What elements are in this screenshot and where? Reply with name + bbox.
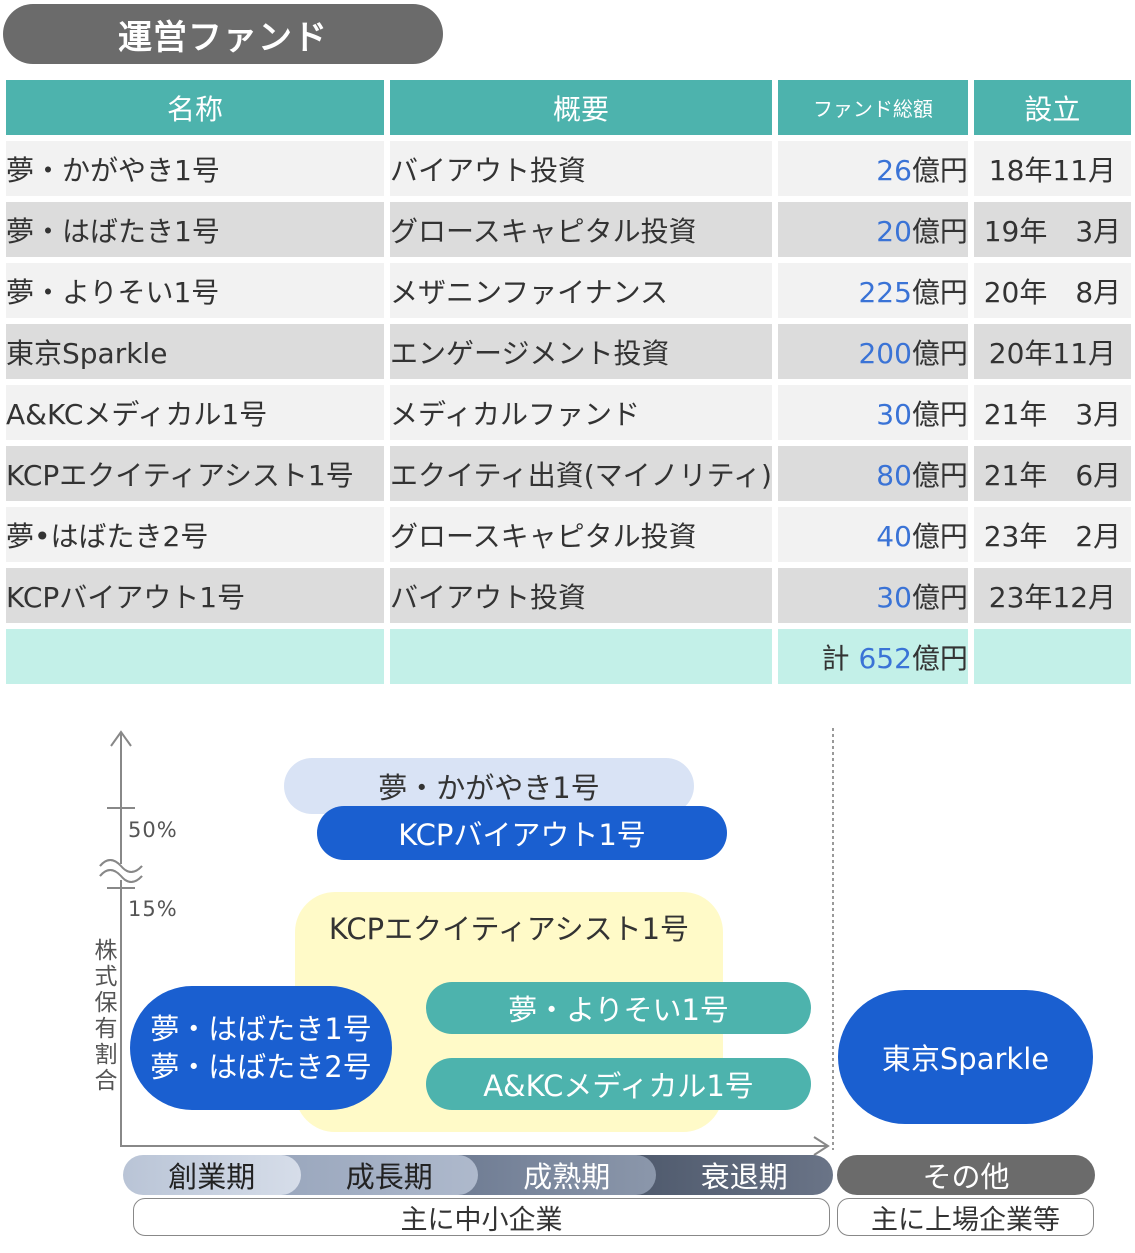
- fund-table: 名称 概要 ファンド総額 設立 夢・かがやき1号 バイアウト投資 26億円 18…: [0, 74, 1135, 690]
- amount-unit: 億円: [911, 519, 968, 553]
- stage-other: その他: [837, 1155, 1095, 1195]
- fund-name: 夢・はばたき1号: [6, 202, 384, 257]
- bubble-habataki: 夢・はばたき1号 夢・はばたき2号: [130, 986, 392, 1110]
- amount-unit: 億円: [911, 397, 968, 431]
- fund-established: 18年11月: [973, 141, 1131, 196]
- amount-value: 80: [876, 458, 912, 492]
- fund-name: KCPバイアウト1号: [6, 568, 384, 623]
- fund-summary: グロースキャピタル投資: [390, 507, 772, 562]
- fund-amount: 225億円: [777, 263, 968, 318]
- header-established: 設立: [973, 80, 1131, 135]
- amount-unit: 億円: [911, 275, 968, 309]
- total-value: 652: [858, 641, 912, 675]
- tick-label-50: 50%: [128, 818, 178, 842]
- amount-value: 30: [876, 580, 912, 614]
- table-row: KCPエクイティアシスト1号 エクイティ出資(マイノリティ) 80億円 21年 …: [6, 446, 1131, 501]
- table-row: 夢•はばたき2号 グロースキャピタル投資 40億円 23年 2月: [6, 507, 1131, 562]
- bubble-kcp-buyout: KCPバイアウト1号: [317, 806, 727, 860]
- amount-unit: 億円: [911, 214, 968, 248]
- total-prefix: 計: [821, 641, 850, 675]
- fund-name: 夢・かがやき1号: [6, 141, 384, 196]
- fund-amount: 20億円: [777, 202, 968, 257]
- fund-amount: 200億円: [777, 324, 968, 379]
- table-row: A&KCメディカル1号 メディカルファンド 30億円 21年 3月: [6, 385, 1131, 440]
- bubble-tokyo-sparkle: 東京Sparkle: [838, 990, 1093, 1124]
- amount-value: 40: [876, 519, 912, 553]
- fund-summary: エクイティ出資(マイノリティ): [390, 446, 772, 501]
- table-row: 夢・はばたき1号 グロースキャピタル投資 20億円 19年 3月: [6, 202, 1131, 257]
- fund-summary: グロースキャピタル投資: [390, 202, 772, 257]
- total-empty-2: [390, 629, 772, 684]
- listed-label: 主に上場企業等: [837, 1198, 1094, 1236]
- amount-unit: 億円: [911, 458, 968, 492]
- y-axis-label: 株式保有割合: [94, 938, 118, 1094]
- amount-value: 20: [876, 214, 912, 248]
- table-row: 夢・よりそい1号 メザニンファイナンス 225億円 20年 8月: [6, 263, 1131, 318]
- fund-summary: バイアウト投資: [390, 568, 772, 623]
- axes: [99, 728, 834, 1156]
- habataki-1-label: 夢・はばたき1号: [150, 1012, 372, 1046]
- fund-amount: 80億円: [777, 446, 968, 501]
- growth-stage-bar: 創業期 成長期 成熟期 衰退期: [123, 1155, 833, 1195]
- fund-summary: メザニンファイナンス: [390, 263, 772, 318]
- fund-name: A&KCメディカル1号: [6, 385, 384, 440]
- fund-established: 19年 3月: [973, 202, 1131, 257]
- smb-label: 主に中小企業: [133, 1198, 830, 1236]
- amount-value: 26: [876, 153, 912, 187]
- amount-value: 200: [858, 336, 912, 370]
- fund-name: 夢・よりそい1号: [6, 263, 384, 318]
- fund-summary: エンゲージメント投資: [390, 324, 772, 379]
- fund-summary: メディカルファンド: [390, 385, 772, 440]
- fund-amount: 30億円: [777, 385, 968, 440]
- fund-name: 夢•はばたき2号: [6, 507, 384, 562]
- stage-growth: 成長期: [280, 1155, 478, 1195]
- fund-established: 20年 8月: [973, 263, 1131, 318]
- amount-unit: 億円: [911, 153, 968, 187]
- header-amount: ファンド総額: [777, 80, 968, 135]
- section-title: 運営ファンド: [3, 4, 443, 64]
- header-summary: 概要: [390, 80, 772, 135]
- fund-established: 20年11月: [973, 324, 1131, 379]
- fund-established: 21年 3月: [973, 385, 1131, 440]
- fund-positioning-diagram: 50% 15% 株式保有割合 KCPエクイティアシスト1号 夢・かがやき1号 K…: [0, 700, 1135, 1253]
- table-header-row: 名称 概要 ファンド総額 設立: [6, 80, 1131, 135]
- stage-mature: 成熟期: [458, 1155, 656, 1195]
- amount-unit: 億円: [911, 580, 968, 614]
- total-amount: 計 652億円: [777, 629, 968, 684]
- total-unit: 億円: [911, 641, 968, 675]
- fund-amount: 26億円: [777, 141, 968, 196]
- fund-summary: バイアウト投資: [390, 141, 772, 196]
- bubble-medical: A&KCメディカル1号: [426, 1058, 811, 1110]
- amount-unit: 億円: [911, 336, 968, 370]
- habataki-2-label: 夢・はばたき2号: [150, 1050, 372, 1084]
- fund-established: 23年12月: [973, 568, 1131, 623]
- table-row: KCPバイアウト1号 バイアウト投資 30億円 23年12月: [6, 568, 1131, 623]
- header-name: 名称: [6, 80, 384, 135]
- x-axis-arrow: [813, 1136, 830, 1156]
- y-axis-arrow: [110, 730, 132, 747]
- fund-amount: 40億円: [777, 507, 968, 562]
- total-empty-3: [973, 629, 1131, 684]
- fund-established: 23年 2月: [973, 507, 1131, 562]
- bubble-kagayaki: 夢・かがやき1号: [284, 758, 694, 814]
- total-empty-1: [6, 629, 384, 684]
- amount-value: 225: [858, 275, 912, 309]
- fund-name: KCPエクイティアシスト1号: [6, 446, 384, 501]
- fund-name: 東京Sparkle: [6, 324, 384, 379]
- tick-label-15: 15%: [128, 897, 178, 921]
- amount-value: 30: [876, 397, 912, 431]
- bubble-yorisoi: 夢・よりそい1号: [426, 982, 811, 1034]
- stage-decline: 衰退期: [635, 1155, 833, 1195]
- table-row: 夢・かがやき1号 バイアウト投資 26億円 18年11月: [6, 141, 1131, 196]
- fund-amount: 30億円: [777, 568, 968, 623]
- total-row: 計 652億円: [6, 629, 1131, 684]
- stage-founding: 創業期: [123, 1155, 301, 1195]
- fund-established: 21年 6月: [973, 446, 1131, 501]
- table-row: 東京Sparkle エンゲージメント投資 200億円 20年11月: [6, 324, 1131, 379]
